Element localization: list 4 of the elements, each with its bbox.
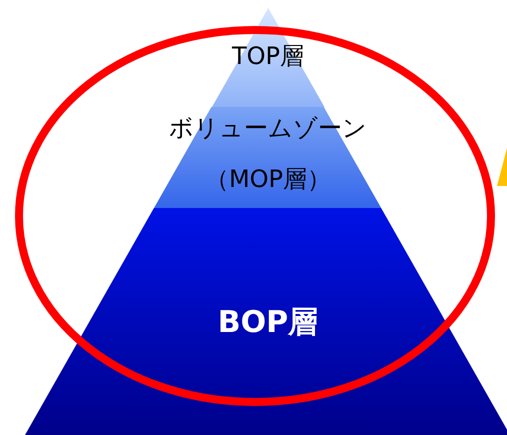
pyramid-layer bbox=[212, 8, 324, 107]
layer-label: TOP層 bbox=[230, 41, 305, 72]
layer-sublabel: （MOP層） bbox=[204, 164, 332, 195]
layer-label: BOP層 bbox=[216, 304, 320, 342]
